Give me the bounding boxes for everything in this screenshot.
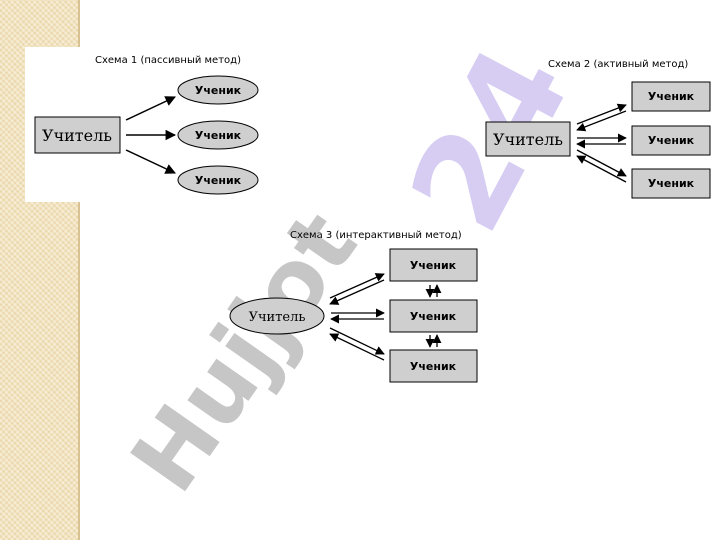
scheme2-arrow xyxy=(576,155,627,183)
scheme2-student-box xyxy=(631,168,711,199)
scheme2-student-label: Ученик xyxy=(648,90,695,103)
scheme1-student-node xyxy=(177,120,259,150)
scheme2: Схема 2 (активный метод) Учитель Ученик … xyxy=(485,59,711,199)
scheme3-student-label: Ученик xyxy=(410,310,457,323)
scheme2-arrow xyxy=(576,103,627,125)
scheme2-arrow xyxy=(576,149,627,177)
scheme3-student-box xyxy=(389,299,478,333)
scheme1-student-node xyxy=(177,75,259,105)
scheme1-student-label: Ученик xyxy=(195,174,242,187)
scheme3-teacher-node xyxy=(229,297,325,335)
scheme1: Схема 1 (пассивный метод) Учитель Ученик… xyxy=(34,55,259,195)
scheme1-teacher-box xyxy=(34,116,121,154)
scheme3-title: Схема 3 (интерактивный метод) xyxy=(290,230,462,241)
scheme3-arrow xyxy=(329,273,385,299)
scheme3: Схема 3 (интерактивный метод) Учитель Уч… xyxy=(229,230,478,383)
scheme2-teacher-label: Учитель xyxy=(493,130,563,149)
scheme1-arrow xyxy=(125,96,176,121)
scheme2-student-label: Ученик xyxy=(648,177,695,190)
scheme1-title: Схема 1 (пассивный метод) xyxy=(95,55,241,66)
scheme3-arrow xyxy=(329,279,385,305)
scheme1-student-label: Ученик xyxy=(195,129,242,142)
scheme3-student-label: Ученик xyxy=(410,360,457,373)
scheme2-title: Схема 2 (активный метод) xyxy=(548,59,688,70)
scheme3-student-label: Ученик xyxy=(410,259,457,272)
scheme2-teacher-box xyxy=(485,121,571,157)
scheme1-arrow xyxy=(125,149,176,174)
scheme1-teacher-label: Учитель xyxy=(42,126,112,145)
scheme3-student-box xyxy=(389,349,478,383)
scheme2-arrow xyxy=(576,110,627,132)
scheme3-arrow xyxy=(329,333,385,361)
side-strip-edge xyxy=(78,0,80,540)
scheme2-student-box xyxy=(631,125,711,156)
scheme3-student-box xyxy=(389,248,478,282)
scheme1-student-node xyxy=(177,165,259,195)
scheme2-student-label: Ученик xyxy=(648,134,695,147)
scheme2-student-box xyxy=(631,81,711,112)
scheme1-student-label: Ученик xyxy=(195,84,242,97)
scheme3-arrow xyxy=(329,327,385,355)
scheme3-teacher-label: Учитель xyxy=(249,310,306,325)
